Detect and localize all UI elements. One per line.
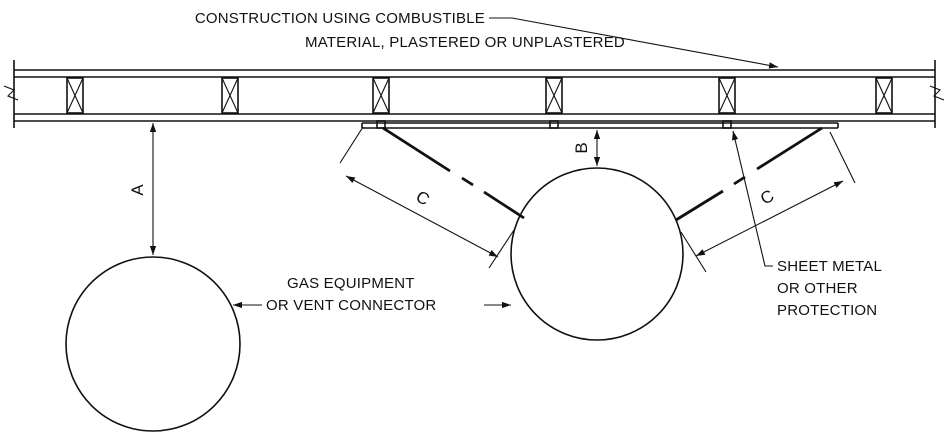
blocking-member — [718, 77, 736, 114]
clearance-line-right — [675, 126, 823, 222]
equipment-label-line2: OR VENT CONNECTOR — [266, 297, 436, 314]
equipment-label: GAS EQUIPMENT OR VENT CONNECTOR — [233, 275, 511, 314]
blocking-member — [545, 77, 563, 114]
break-symbol-right — [929, 85, 945, 101]
protection-label-line3: PROTECTION — [777, 302, 877, 319]
dimension-c-right-label: C — [757, 186, 777, 209]
combustible-construction — [3, 60, 945, 128]
blocking-member — [221, 77, 239, 114]
sheet-metal-shield — [361, 120, 839, 129]
blocking-member — [66, 77, 84, 114]
blocking-member — [372, 77, 390, 114]
break-symbol-left — [3, 85, 19, 101]
equipment-label-line1: GAS EQUIPMENT — [287, 275, 415, 292]
spacer — [549, 120, 559, 129]
clearance-line-left — [382, 126, 525, 220]
blocking-member — [875, 77, 893, 114]
dimension-c-left-label: C — [413, 187, 433, 210]
construction-label-line1: CONSTRUCTION USING COMBUSTIBLE — [195, 10, 485, 27]
vent-connector-circle-left — [65, 256, 241, 432]
wood-blocking — [66, 77, 893, 114]
dimension-a: A — [128, 123, 157, 255]
construction-label-line2: MATERIAL, PLASTERED OR UNPLASTERED — [305, 34, 625, 51]
protection-label-line1: SHEET METAL — [777, 258, 882, 275]
protection-label: SHEET METAL OR OTHER PROTECTION — [732, 130, 882, 319]
dimension-c-left: C — [339, 126, 515, 269]
spacer — [376, 120, 386, 129]
vent-connector-circle-right — [510, 167, 684, 341]
spacer — [722, 120, 732, 129]
dimension-b-label: B — [572, 142, 591, 153]
construction-label: CONSTRUCTION USING COMBUSTIBLE MATERIAL,… — [195, 10, 779, 69]
protection-label-line2: OR OTHER — [777, 280, 858, 297]
protection-leader — [732, 130, 773, 267]
dimension-b: B — [572, 130, 601, 166]
dimension-a-label: A — [128, 184, 147, 196]
